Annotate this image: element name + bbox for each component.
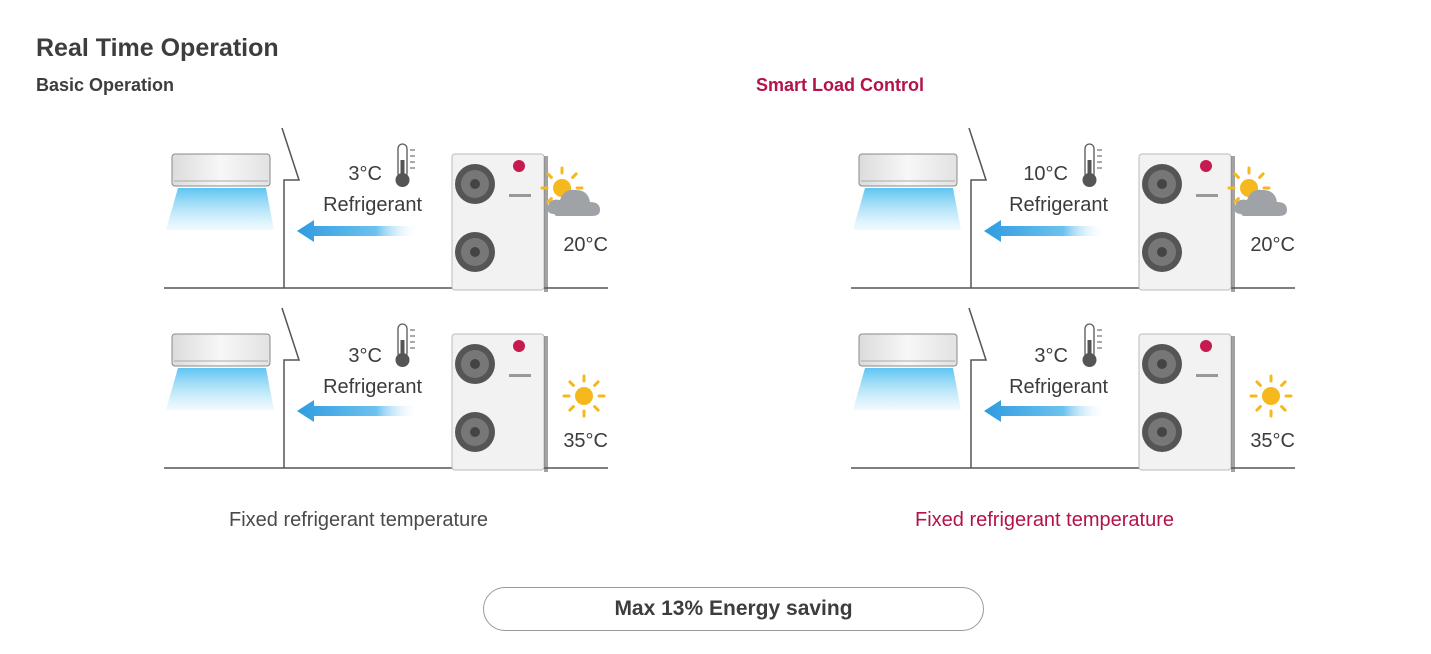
smart-load-caption: Fixed refrigerant temperature (915, 509, 1175, 531)
energy-saving-badge: Max 13% Energy saving (483, 587, 984, 631)
smart-scene-hot: 3°C Refrigerant 35°C (850, 307, 1301, 488)
outdoor-temperature: 20°C (563, 234, 608, 256)
partly-cloudy-icon (1227, 166, 1287, 216)
refrigerant-temperature: 10°C (1023, 163, 1068, 185)
outdoor-temperature: 20°C (1250, 234, 1295, 256)
ac-system-illustration (850, 127, 1296, 293)
outdoor-temperature: 35°C (1250, 430, 1295, 452)
smart-load-control-subtitle: Smart Load Control (756, 75, 925, 95)
energy-saving-text: Max 13% Energy saving (614, 597, 853, 620)
refrigerant-label: Refrigerant (1009, 194, 1108, 216)
refrigerant-label: Refrigerant (1009, 376, 1108, 398)
partly-cloudy-icon (540, 166, 600, 216)
smart-scene-mild: 10°C Refrigerant 20°C (850, 127, 1301, 308)
outdoor-temperature: 35°C (563, 430, 608, 452)
sun-icon (1249, 374, 1293, 418)
refrigerant-temperature: 3°C (348, 345, 382, 367)
refrigerant-label: Refrigerant (323, 376, 422, 398)
basic-operation-subtitle: Basic Operation (36, 75, 175, 95)
basic-operation-caption: Fixed refrigerant temperature (229, 509, 489, 531)
refrigerant-label: Refrigerant (323, 194, 422, 216)
basic-scene-hot: 3°C Refrigerant 35°C (163, 307, 614, 488)
refrigerant-temperature: 3°C (348, 163, 382, 185)
refrigerant-temperature: 3°C (1034, 345, 1068, 367)
page-title: Real Time Operation (36, 34, 279, 62)
basic-scene-mild: 3°C Refrigerant 20°C (163, 127, 614, 308)
ac-system-illustration (163, 127, 609, 293)
sun-icon (562, 374, 606, 418)
